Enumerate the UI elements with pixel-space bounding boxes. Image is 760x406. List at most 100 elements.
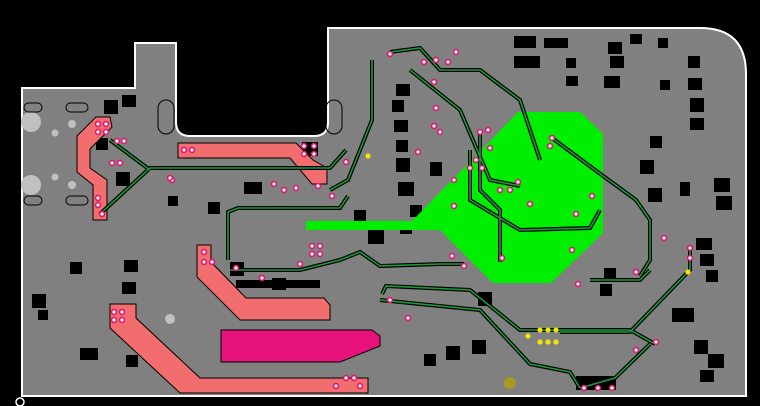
via-hole (388, 298, 392, 302)
keepout-block (116, 172, 130, 186)
yellow-pad (537, 327, 543, 333)
via-hole (298, 262, 302, 266)
via-hole (634, 348, 638, 352)
keepout-block (424, 354, 436, 366)
slot-icon (23, 102, 43, 113)
red-pour-bottom (109, 303, 369, 394)
green-copper-pour (306, 112, 603, 283)
keepout-block (244, 182, 262, 194)
keepout-block (690, 98, 704, 112)
via-hole (202, 250, 206, 254)
red-pour-mid (196, 244, 331, 321)
via-hole (96, 203, 100, 207)
keepout-block (700, 370, 714, 382)
via-hole (434, 106, 438, 110)
keepout-block (604, 76, 620, 88)
slot-icon (157, 99, 175, 135)
keepout-block (396, 140, 408, 152)
via-hole (486, 128, 490, 132)
via-group (94, 48, 694, 392)
magenta-pour (220, 329, 381, 363)
via-hole (634, 270, 638, 274)
via-hole (688, 246, 692, 250)
keepout-block (396, 158, 410, 172)
via-hole (422, 60, 426, 64)
via-hole (115, 139, 119, 143)
trace (479, 130, 501, 262)
via-hole (318, 244, 322, 248)
yellow-pads (365, 153, 691, 345)
via-hole (452, 178, 456, 182)
via-hole (112, 310, 116, 314)
via-hole (330, 194, 334, 198)
keepout-block (696, 238, 712, 250)
hole-icon (165, 314, 175, 324)
keepout-block (566, 58, 576, 68)
keepout-block (690, 118, 704, 130)
keepout-block (296, 102, 308, 114)
keepout-block (392, 100, 404, 112)
keepout-block (32, 294, 46, 308)
via-hole (234, 266, 238, 270)
via-hole (446, 60, 450, 64)
keepout-block (600, 284, 612, 296)
keepout-block (604, 268, 616, 280)
trace (227, 195, 349, 260)
via-hole (334, 384, 338, 388)
keepout-block (354, 210, 366, 224)
yellow-pad (525, 333, 531, 339)
trace (409, 69, 521, 187)
via-hole (122, 139, 126, 143)
via-hole (500, 256, 504, 260)
via-hole (96, 130, 100, 134)
via-hole (310, 252, 314, 256)
via-hole (662, 236, 666, 240)
keepout-block (446, 346, 460, 360)
hole-icon (21, 112, 41, 132)
via-hole (516, 180, 520, 184)
via-hole (438, 130, 442, 134)
hole-icon (504, 377, 516, 389)
via-hole (576, 282, 580, 286)
hole-icon (68, 120, 76, 128)
keepout-block (688, 78, 702, 90)
via-hole (570, 248, 574, 252)
keepout-block (182, 108, 194, 120)
keepout-block (430, 162, 442, 176)
trace-group (99, 47, 691, 389)
keepout-block (124, 260, 138, 272)
trace (329, 60, 373, 191)
keepout-block (680, 182, 690, 196)
via-hole (688, 256, 692, 260)
via-hole (282, 188, 286, 192)
via-hole (478, 130, 482, 134)
via-hole (432, 80, 436, 84)
trace (469, 150, 601, 231)
via-hole (498, 188, 502, 192)
via-hole (590, 194, 594, 198)
yellow-pad (545, 327, 551, 333)
slot-icon (23, 195, 43, 206)
keepout-block (672, 308, 694, 322)
keepout-block (398, 182, 414, 196)
hole-icon (51, 129, 59, 137)
via-hole (434, 58, 438, 62)
via-hole (528, 202, 532, 206)
via-hole (462, 264, 466, 268)
keepout-block (514, 56, 540, 68)
via-hole (112, 318, 116, 322)
keepout-block (236, 280, 320, 288)
via-hole (302, 144, 306, 148)
via-hole (654, 340, 658, 344)
via-hole (468, 166, 472, 170)
red-pour-top (177, 142, 328, 185)
via-hole (104, 130, 108, 134)
keepout-block (122, 282, 136, 294)
via-hole (302, 152, 306, 156)
yellow-pad (553, 339, 559, 345)
via-hole (190, 148, 194, 152)
keepout-block (610, 56, 624, 68)
keepout-block (122, 95, 136, 107)
keepout-block (168, 196, 178, 206)
via-hole (168, 176, 172, 180)
